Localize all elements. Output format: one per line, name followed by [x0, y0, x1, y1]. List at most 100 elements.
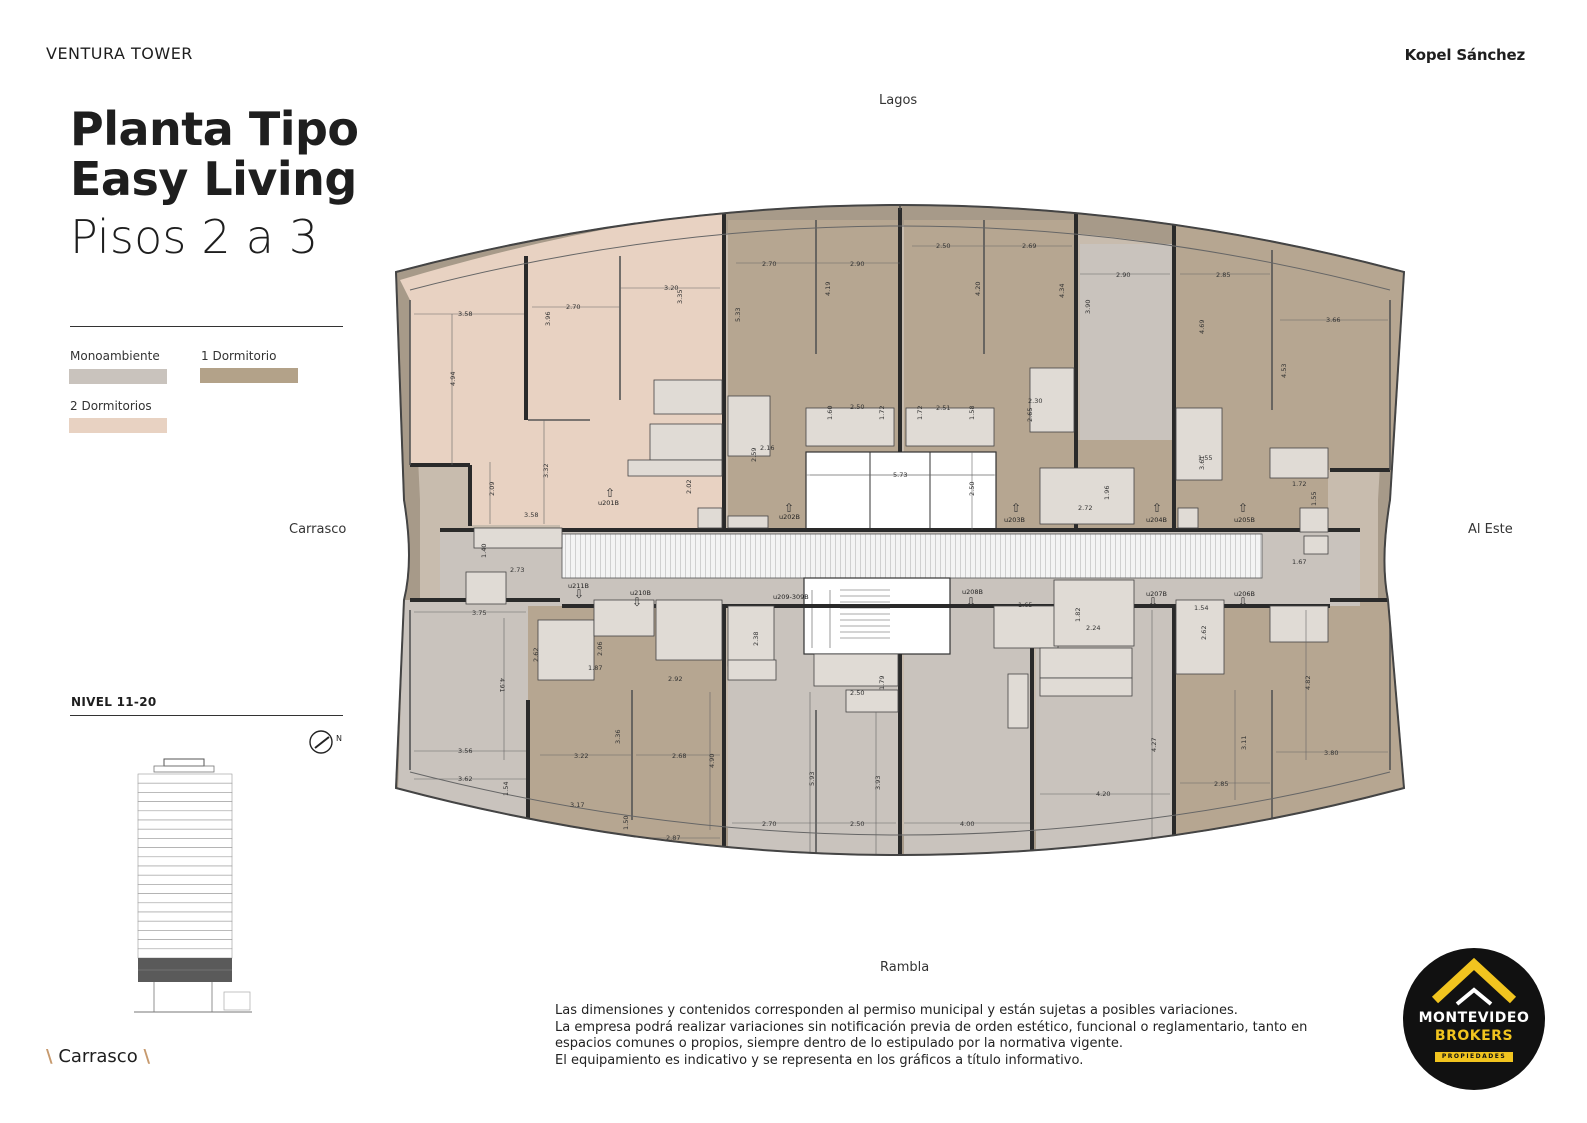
dim-label: 1.87: [588, 664, 602, 672]
district-slash-right: \: [143, 1046, 151, 1067]
orientation-west-label: Carrasco: [289, 522, 347, 537]
dim-label: 3.66: [1326, 316, 1340, 324]
svg-text:⇧: ⇧: [605, 486, 615, 500]
district-name: Carrasco: [58, 1046, 138, 1067]
disclaimer-line: espacios comunes o propios, siempre dent…: [555, 1036, 1124, 1051]
dim-label: 1.72: [1292, 480, 1306, 488]
badge-line1: MONTEVIDEO: [1418, 1010, 1530, 1026]
dim-label: 4.94: [449, 372, 457, 386]
dim-label: 4.20: [974, 282, 982, 296]
unit-label-204b: u204B: [1146, 516, 1167, 524]
dim-label: 4.69: [1198, 320, 1206, 334]
dim-label: 1.82: [1074, 608, 1082, 622]
orientation-east-label: Al Este: [1468, 522, 1513, 537]
dim-label: 2.65: [1026, 408, 1034, 422]
dim-label: 2.62: [532, 648, 540, 662]
unit-label-209-309b: u209-309B: [773, 593, 809, 601]
unit-label-205b: u205B: [1234, 516, 1255, 524]
dim-label: 2.50: [850, 403, 864, 411]
dim-label: 4.53: [1280, 364, 1288, 378]
dim-label: 2.06: [596, 642, 604, 656]
dim-label: 3.58: [524, 511, 538, 519]
unit-label-211b: u211B: [568, 582, 589, 590]
dim-label: 1.67: [1292, 558, 1306, 566]
roof-logo-icon: [1431, 957, 1517, 1006]
level-label: NIVEL 11-20: [71, 695, 157, 709]
disclaimer-line: La empresa podrá realizar variaciones si…: [555, 1019, 1308, 1035]
dim-label: 5.93: [808, 772, 816, 786]
unit-label-201b: u201B: [598, 499, 619, 507]
dim-label: 3.56: [458, 747, 472, 755]
unit-monoambiente-area-left: [398, 600, 560, 850]
dim-label: 1.54: [1194, 604, 1208, 612]
dim-label: 2.30: [1028, 397, 1042, 405]
legend-label-2-dormitorios: 2 Dormitorios: [70, 399, 152, 413]
dim-label: 3.11: [1240, 736, 1248, 750]
title-divider: [70, 326, 343, 327]
page-title-line1: Planta Tipo: [70, 102, 359, 156]
unit-label-202b: u202B: [779, 513, 800, 521]
dim-label: 2.69: [1022, 242, 1036, 250]
compass-icon: N: [309, 730, 342, 754]
dim-label: 3.35: [676, 290, 684, 304]
dim-label: 1.55: [1198, 454, 1212, 462]
dim-label: 2.68: [672, 752, 686, 760]
page-title-line2: Easy Living: [70, 152, 357, 206]
dim-label: 3.22: [574, 752, 588, 760]
dim-label: 1.65: [1018, 601, 1032, 609]
dim-label: 5.73: [893, 471, 907, 479]
dim-label: 3.17: [570, 801, 584, 809]
dim-label: 3.20: [664, 284, 678, 292]
dim-label: 4.27: [1150, 738, 1158, 752]
dim-label: 4.20: [1096, 790, 1110, 798]
svg-text:⇧: ⇧: [1011, 501, 1021, 515]
dim-label: 1.40: [480, 544, 488, 558]
dim-label: 3.90: [1084, 300, 1092, 314]
page-subtitle: Pisos 2 a 3: [70, 210, 319, 264]
dim-label: 2.70: [566, 303, 580, 311]
svg-text:⇧: ⇧: [1152, 501, 1162, 515]
dim-label: 4.34: [1058, 284, 1066, 298]
dim-label: 3.62: [458, 775, 472, 783]
dim-label: 5.33: [734, 308, 742, 322]
dim-label: 2.70: [762, 820, 776, 828]
compass-north-letter: N: [336, 734, 342, 743]
disclaimer-line: El equipamiento es indicativo y se repre…: [555, 1052, 1084, 1068]
dim-label: 2.50: [968, 482, 976, 496]
svg-text:⇩: ⇩: [1148, 595, 1158, 609]
dim-label: 2.70: [762, 260, 776, 268]
dim-label: 1.96: [1103, 486, 1111, 500]
dim-label: 2.50: [936, 242, 950, 250]
dim-label: 3.96: [544, 312, 552, 326]
dim-label: 2.90: [850, 260, 864, 268]
dim-label: 2.59: [750, 448, 758, 462]
svg-text:⇧: ⇧: [784, 501, 794, 515]
legend-swatch-1-dormitorio: [200, 368, 298, 383]
dim-label: 3.32: [542, 464, 550, 478]
badge-line3: PROPIEDADES: [1435, 1052, 1513, 1062]
svg-text:⇧: ⇧: [1238, 501, 1248, 515]
legend-label-monoambiente: Monoambiente: [70, 349, 160, 363]
unit-label-210b: u210B: [630, 589, 651, 597]
dim-label: 2.09: [488, 482, 496, 496]
dim-label: 1.60: [826, 406, 834, 420]
legend-label-1-dormitorio: 1 Dormitorio: [201, 349, 277, 363]
dim-label: 1.55: [1310, 492, 1318, 506]
dim-label: 3.93: [874, 776, 882, 790]
unit-label-207b: u207B: [1146, 590, 1167, 598]
dim-label: 2.16: [760, 444, 774, 452]
dim-label: 2.50: [850, 820, 864, 828]
legend-swatch-monoambiente: [69, 369, 167, 384]
orientation-north-label: Lagos: [879, 93, 918, 108]
dim-label: 4.00: [960, 820, 974, 828]
dim-label: 4.19: [824, 282, 832, 296]
dim-label: 3.58: [458, 310, 472, 318]
svg-text:⇩: ⇩: [632, 595, 642, 609]
dim-label: 1.58: [968, 406, 976, 420]
dim-label: 1.54: [502, 782, 510, 796]
dim-label: 3.80: [1324, 749, 1338, 757]
dim-label: 1.50: [622, 816, 630, 830]
brand-logo-ventura-tower: VENTURA TOWER: [46, 44, 193, 63]
dim-label: 2.02: [685, 480, 693, 494]
dim-label: 2.50: [850, 689, 864, 697]
